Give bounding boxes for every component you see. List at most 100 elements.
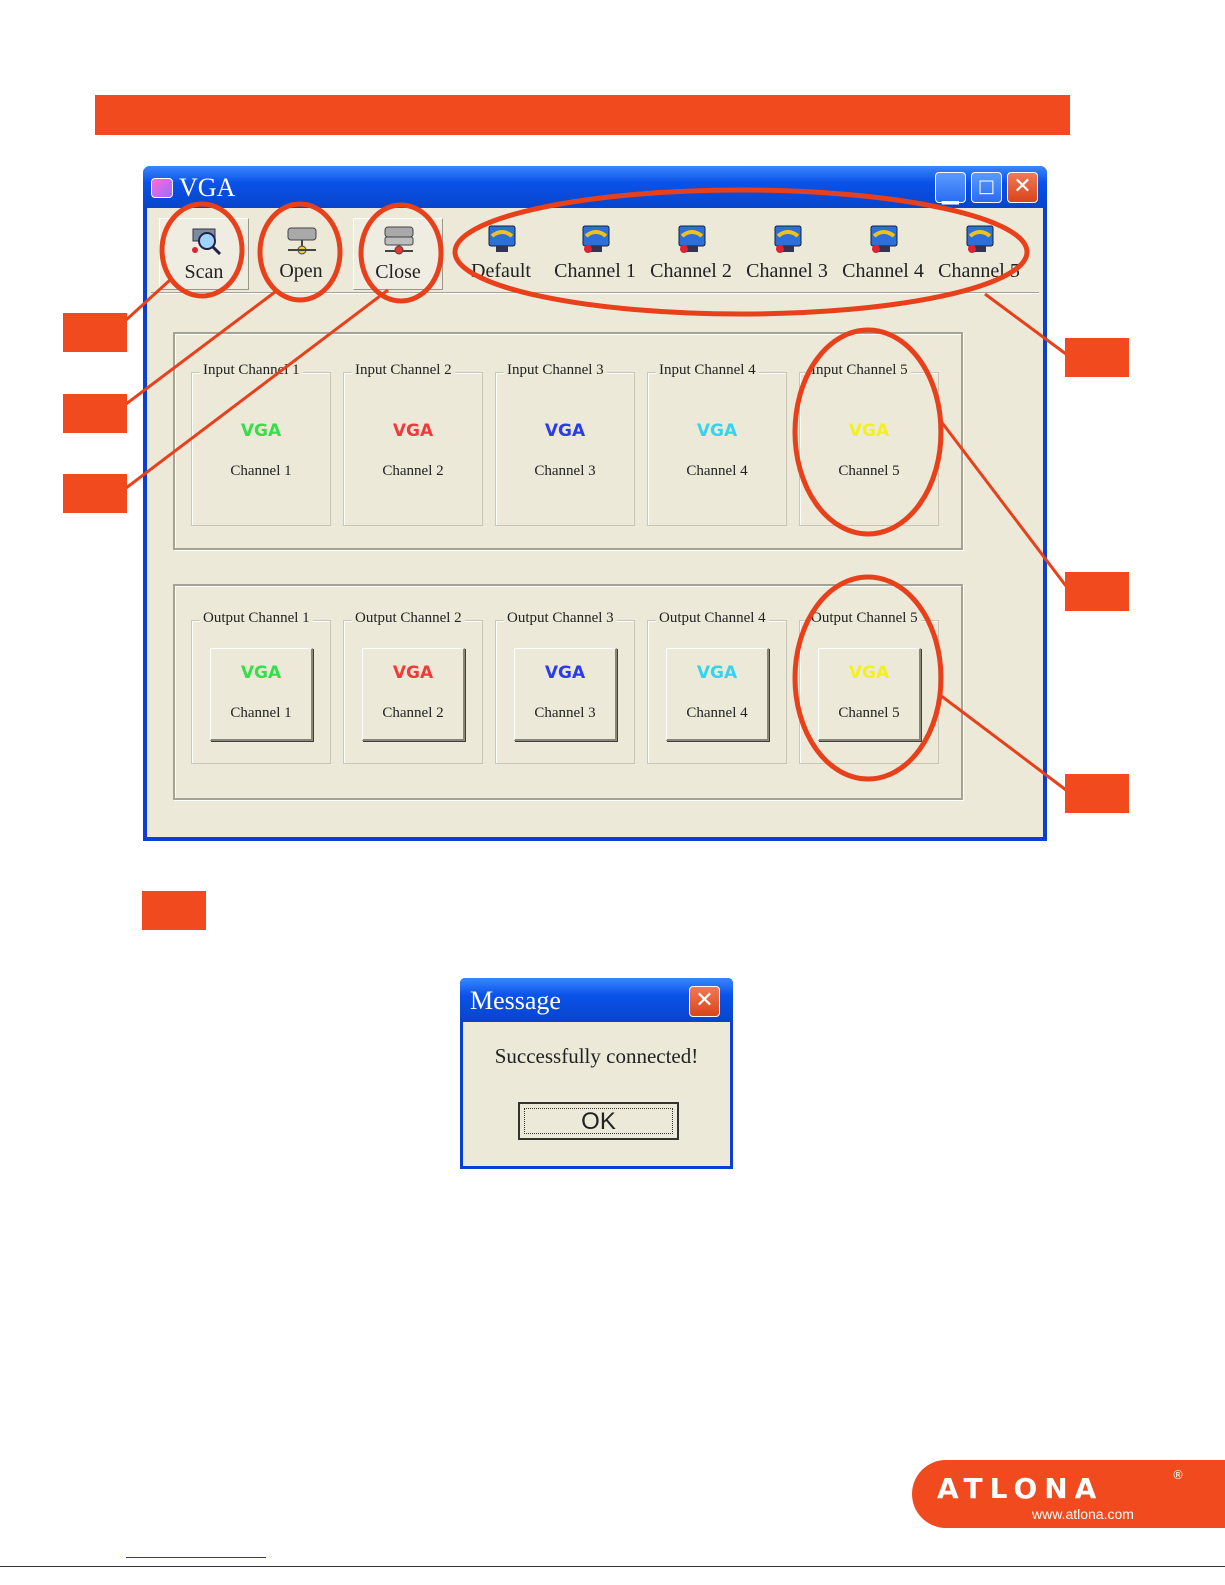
- atlona-logo: ATLONA ® www.atlona.com: [912, 1460, 1225, 1528]
- output-panel: Output Channel 1 VGA Channel 1 Output Ch…: [173, 584, 963, 800]
- output-channel-3-title: Output Channel 3: [504, 610, 617, 627]
- output-channel-5-group: Output Channel 5 VGA Channel 5: [799, 610, 939, 764]
- window-title: VGA: [179, 173, 236, 202]
- scan-icon: [192, 228, 222, 256]
- monitor-icon: [582, 225, 610, 253]
- callout-box-3: [63, 474, 127, 513]
- footer-rule: [0, 1566, 1225, 1567]
- input-channel-2-title: Input Channel 2: [352, 362, 455, 379]
- footer-link-underline: [126, 1557, 266, 1558]
- ring-open: [257, 201, 343, 303]
- output-channel-5-title: Output Channel 5: [808, 610, 921, 627]
- scan-label: Scan: [184, 261, 224, 283]
- input-channel-2-signal: VGA: [392, 421, 434, 441]
- callout-box-7: [142, 891, 206, 930]
- output-channel-1-button[interactable]: VGA Channel 1: [210, 648, 313, 741]
- close-connection-icon: [384, 226, 414, 255]
- input-channel-5-title: Input Channel 5: [808, 362, 911, 379]
- message-body: Successfully connected! OK: [463, 1022, 730, 1166]
- output-channel-3-signal: VGA: [544, 663, 586, 683]
- input-channel-4-title: Input Channel 4: [656, 362, 759, 379]
- leader-line-close: [125, 288, 389, 490]
- message-close-button[interactable]: ✕: [689, 986, 720, 1017]
- input-channel-3-group[interactable]: Input Channel 3 VGA Channel 3: [495, 362, 635, 526]
- input-channel-4-group[interactable]: Input Channel 4 VGA Channel 4: [647, 362, 787, 526]
- message-dialog: Message ✕ Successfully connected! OK: [460, 978, 733, 1169]
- channel-3-button[interactable]: Channel 3: [743, 218, 831, 288]
- ring-input-5: [792, 327, 944, 537]
- open-label: Open: [279, 260, 323, 282]
- input-panel: Input Channel 1 VGA Channel 1 Input Chan…: [173, 332, 963, 550]
- input-channel-3-signal: VGA: [544, 421, 586, 441]
- output-channel-2-group: Output Channel 2 VGA Channel 2: [343, 610, 483, 764]
- message-text: Successfully connected!: [494, 1044, 699, 1068]
- monitor-icon: [870, 225, 898, 253]
- input-channel-4-signal: VGA: [696, 421, 738, 441]
- minimize-icon: ▁: [942, 180, 959, 205]
- input-channel-3-title: Input Channel 3: [504, 362, 607, 379]
- channel-2-button[interactable]: Channel 2: [647, 218, 735, 288]
- app-icon: [151, 178, 173, 198]
- output-channel-4-button[interactable]: VGA Channel 4: [666, 648, 769, 741]
- vga-window: VGA ▁ □ ✕ Scan: [143, 166, 1047, 841]
- callout-box-6: [1065, 774, 1129, 813]
- channel-4-button[interactable]: Channel 4: [839, 218, 927, 288]
- output-channel-2-title: Output Channel 2: [352, 610, 465, 627]
- window-client: Scan Open Close: [147, 208, 1043, 837]
- input-channel-1-label: Channel 1: [230, 463, 292, 479]
- output-channel-4-title: Output Channel 4: [656, 610, 769, 627]
- output-channel-5-label: Channel 5: [838, 705, 900, 721]
- leader-line-scan: [124, 278, 172, 322]
- output-channel-5-button[interactable]: VGA Channel 5: [818, 648, 921, 741]
- leader-line-output-5: [939, 693, 1067, 792]
- ring-close: [358, 202, 444, 304]
- callout-box-4: [1065, 338, 1129, 377]
- maximize-button[interactable]: □: [971, 172, 1002, 203]
- toolbar-separator: [151, 292, 1039, 294]
- close-icon: ✕: [1013, 174, 1032, 199]
- open-button[interactable]: Open: [257, 218, 345, 288]
- close-icon: ✕: [695, 988, 714, 1013]
- ring-scan: [159, 201, 245, 299]
- ok-button[interactable]: OK: [518, 1102, 679, 1140]
- logo-registered-mark: ®: [1172, 1468, 1184, 1482]
- channel-3-label: Channel 3: [746, 260, 828, 282]
- channel-1-label: Channel 1: [554, 260, 636, 282]
- input-channel-5-label: Channel 5: [838, 463, 900, 479]
- ring-output-5: [792, 574, 944, 782]
- message-title: Message: [470, 986, 561, 1015]
- callout-box-5: [1065, 572, 1129, 611]
- logo-url: www.atlona.com: [1032, 1506, 1134, 1522]
- output-channel-1-group: Output Channel 1 VGA Channel 1: [191, 610, 331, 764]
- input-channel-4-label: Channel 4: [686, 463, 748, 479]
- output-channel-2-button[interactable]: VGA Channel 2: [362, 648, 465, 741]
- default-button[interactable]: Default: [457, 218, 545, 288]
- output-channel-3-button[interactable]: VGA Channel 3: [514, 648, 617, 741]
- minimize-button[interactable]: ▁: [935, 172, 966, 205]
- monitor-icon: [488, 225, 516, 252]
- monitor-icon: [678, 225, 706, 253]
- monitor-icon: [774, 225, 802, 253]
- output-channel-1-title: Output Channel 1: [200, 610, 313, 627]
- leader-line-channels: [984, 292, 1067, 356]
- channel-1-button[interactable]: Channel 1: [551, 218, 639, 288]
- close-window-button[interactable]: ✕: [1007, 172, 1038, 203]
- default-label: Default: [471, 260, 531, 282]
- output-channel-4-signal: VGA: [696, 663, 738, 683]
- input-channel-5-group[interactable]: Input Channel 5 VGA Channel 5: [799, 362, 939, 526]
- open-icon: [287, 227, 317, 255]
- monitor-icon: [966, 225, 994, 253]
- message-title-bar[interactable]: Message ✕: [460, 978, 733, 1022]
- output-channel-3-label: Channel 3: [534, 705, 596, 721]
- maximize-icon: □: [977, 176, 995, 197]
- ok-label: OK: [524, 1108, 673, 1135]
- callout-box-2: [63, 394, 127, 433]
- logo-name: ATLONA: [937, 1472, 1104, 1505]
- input-channel-3-label: Channel 3: [534, 463, 596, 479]
- input-channel-2-group[interactable]: Input Channel 2 VGA Channel 2: [343, 362, 483, 526]
- input-channel-1-signal: VGA: [240, 421, 282, 441]
- header-bar: [95, 95, 1070, 135]
- leader-line-input-5: [938, 419, 1068, 587]
- output-channel-2-signal: VGA: [392, 663, 434, 683]
- output-channel-3-group: Output Channel 3 VGA Channel 3: [495, 610, 635, 764]
